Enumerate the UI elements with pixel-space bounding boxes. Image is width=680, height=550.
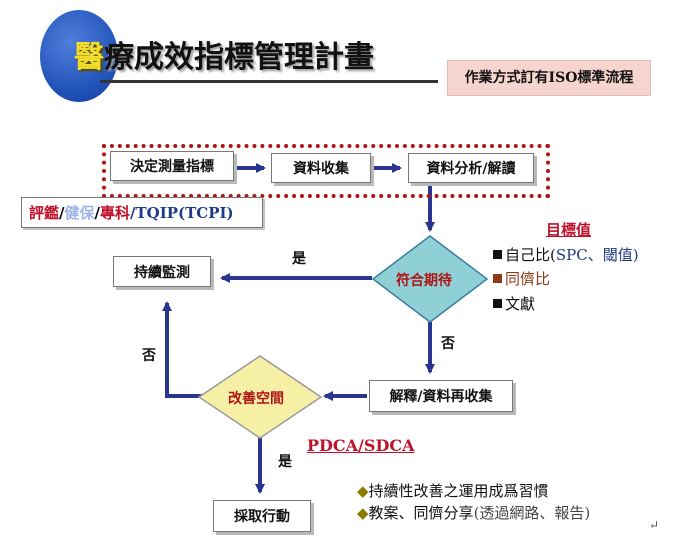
diamond-bullet-icon: ◆ bbox=[357, 482, 369, 500]
data-collection-box: 資料收集 bbox=[271, 153, 371, 183]
target-peer-text: 同儕比 bbox=[505, 270, 551, 288]
target-self-sep: 、 bbox=[587, 246, 603, 264]
decide-indicators-box: 決定測量指標 bbox=[110, 151, 234, 181]
source-nhi: 健保 bbox=[64, 204, 95, 222]
improvement-space-label: 改善空間 bbox=[228, 391, 284, 407]
meet-expectation-label: 符合期待 bbox=[396, 273, 452, 289]
target-self-threshold: 閾值 bbox=[602, 246, 633, 264]
source-tqip: /TQIP(TCPI) bbox=[130, 204, 234, 222]
indicator-sources-box: 評鑑/健保/專科/TQIP(TCPI) bbox=[21, 197, 263, 228]
data-analysis-box: 資料分析/解讀 bbox=[408, 153, 534, 183]
target-item-literature: 文獻 bbox=[493, 293, 535, 314]
title-rest: 療成效指標管理計畫 bbox=[104, 40, 374, 75]
target-self-spc: SPC bbox=[555, 246, 588, 264]
improvement-diamond bbox=[197, 355, 323, 439]
bullet-square bbox=[493, 299, 502, 308]
paragraph-mark-icon: ↵ bbox=[649, 518, 660, 532]
page-title: 醫療成效指標管理計畫 bbox=[74, 36, 374, 80]
yes-label-top: 是 bbox=[292, 251, 306, 267]
source-separator-1: / bbox=[59, 204, 65, 222]
yes-label-bottom: 是 bbox=[278, 454, 292, 470]
measurement-group-border bbox=[102, 144, 550, 198]
bullet-square bbox=[493, 250, 502, 259]
reinterpret-box: 解釋/資料再收集 bbox=[369, 380, 513, 412]
sharing-text: 教案、同儕分享 bbox=[368, 504, 474, 522]
title-logo-circle bbox=[40, 10, 118, 102]
source-separator-2: / bbox=[94, 204, 100, 222]
source-accreditation: 評鑑 bbox=[29, 204, 60, 222]
bullet-line-habit: ◆持續性改善之運用成爲習慣 bbox=[357, 480, 549, 501]
bullet-square bbox=[493, 274, 502, 283]
target-item-peer: 同儕比 bbox=[493, 268, 550, 289]
meet-expectation-diamond bbox=[371, 235, 489, 323]
take-action-box: 採取行動 bbox=[213, 500, 311, 532]
diamond-bullet-icon: ◆ bbox=[357, 504, 369, 522]
habit-text: 持續性改善之運用成爲習慣 bbox=[368, 482, 549, 500]
bullet-line-sharing: ◆教案、同儕分享(透過網路、報告) bbox=[357, 502, 590, 523]
target-self-pre: 自己比( bbox=[505, 246, 556, 264]
continuous-monitoring-box: 持續監測 bbox=[113, 256, 211, 287]
iso-note-box: 作業方式訂有ISO標準流程 bbox=[447, 60, 651, 96]
title-underline bbox=[100, 80, 438, 83]
source-specialty: 專科 bbox=[100, 204, 131, 222]
target-self-post: ) bbox=[632, 246, 639, 264]
no-label-right: 否 bbox=[441, 336, 455, 352]
target-values-title: 目標值 bbox=[546, 221, 592, 239]
target-item-self: 自己比(SPC、閾值) bbox=[493, 244, 639, 265]
pdca-sdca-label: PDCA/SDCA bbox=[307, 436, 415, 455]
no-label-left: 否 bbox=[142, 348, 156, 364]
target-literature-text: 文獻 bbox=[505, 295, 536, 313]
arrow-improve-to-continue bbox=[162, 301, 205, 398]
sharing-subtext: (透過網路、報告) bbox=[473, 504, 591, 522]
title-first-character: 醫 bbox=[74, 40, 104, 75]
